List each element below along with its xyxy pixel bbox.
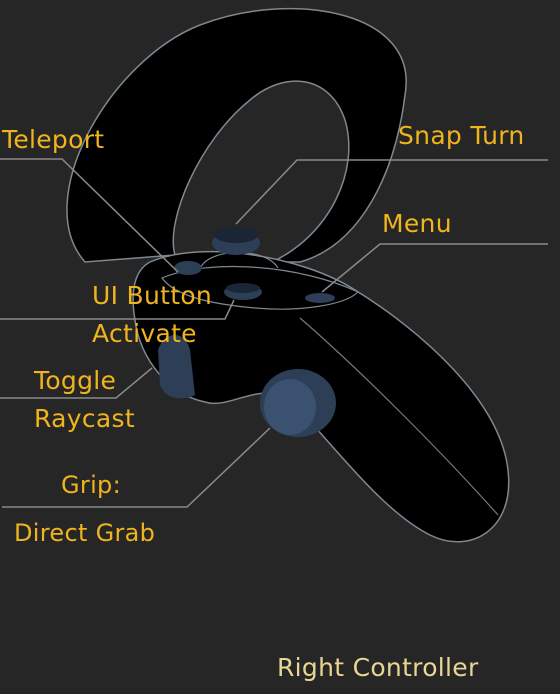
button-b-icon <box>174 261 202 275</box>
label-direct-grab: Direct Grab <box>14 519 156 547</box>
leader-line-grip <box>2 427 271 508</box>
grip-button-highlight <box>264 379 316 435</box>
leader-line-toggle <box>0 367 153 399</box>
handle-seam <box>299 317 499 516</box>
leader-line-snap-turn <box>235 159 548 225</box>
thumbstick-top <box>214 227 258 243</box>
leader-line-menu <box>321 243 548 293</box>
trigger-icon <box>158 335 195 399</box>
menu-button-icon <box>305 293 335 303</box>
button-a-top <box>226 283 260 293</box>
leader-line-teleport <box>0 158 179 273</box>
label-snap-turn: Snap Turn <box>398 121 525 150</box>
label-ui-button: UI Button <box>92 281 213 310</box>
label-teleport: Teleport <box>2 125 105 154</box>
button-face-outline <box>161 265 360 310</box>
label-activate: Activate <box>92 319 197 348</box>
label-toggle: Toggle <box>34 366 117 395</box>
tracking-ring <box>66 7 407 263</box>
label-menu: Menu <box>382 209 452 238</box>
label-grip: Grip: <box>61 471 121 499</box>
leader-line-ui-button <box>0 299 235 320</box>
diagram-title: Right Controller <box>277 653 479 682</box>
label-raycast: Raycast <box>34 404 135 433</box>
